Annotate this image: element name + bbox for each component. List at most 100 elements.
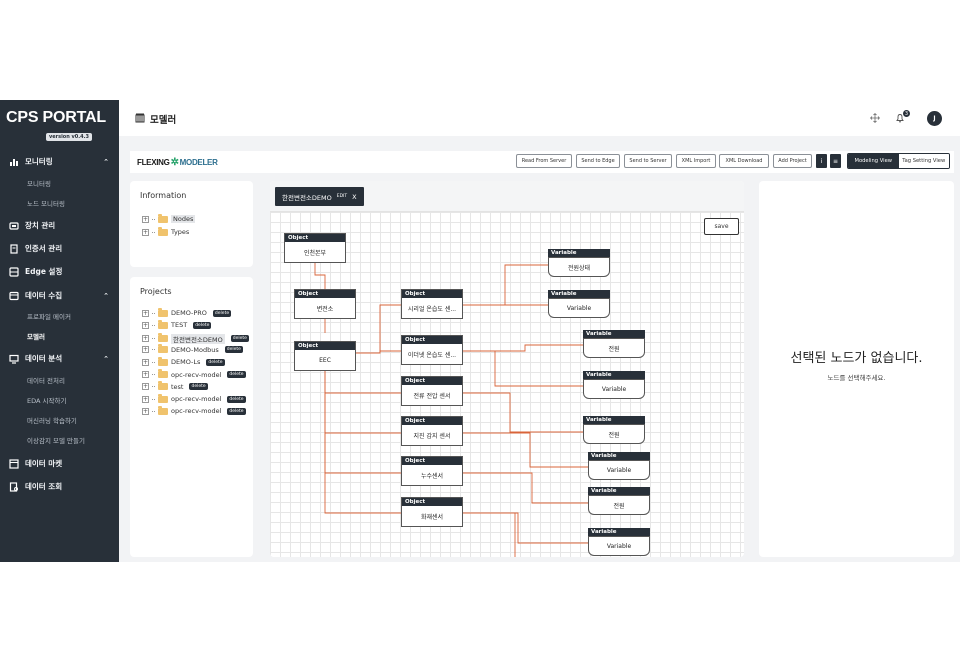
add-project-button[interactable]: Add Project	[773, 154, 812, 168]
sidebar-sub-modeler[interactable]: 모델러	[27, 333, 45, 341]
delete-project-button[interactable]: delete	[189, 383, 208, 391]
read-from-server-button[interactable]: Read From Server	[516, 154, 572, 168]
tab-modeling-view[interactable]: Modeling View	[848, 154, 899, 168]
sidebar-sub-profile-maker[interactable]: 프로파일 메이커	[27, 313, 71, 321]
tree-item-nodes[interactable]: + Nodes	[142, 213, 196, 223]
project-item[interactable]: + TEST delete	[142, 319, 212, 330]
modeler-icon	[135, 113, 145, 126]
project-label: test	[171, 382, 184, 391]
node-header: Object	[402, 336, 462, 344]
close-icon[interactable]: X	[352, 192, 357, 201]
delete-project-button[interactable]: delete	[230, 335, 249, 343]
project-item[interactable]: + DEMO-Modbus delete	[142, 344, 243, 354]
tab-project[interactable]: 한전변전소DEMO EDIT X	[275, 187, 364, 206]
node-label: 지진 감지 센서	[413, 432, 451, 440]
delete-project-button[interactable]: delete	[193, 321, 212, 329]
save-button[interactable]: save	[704, 218, 739, 235]
delete-project-button[interactable]: delete	[227, 371, 246, 378]
sidebar-sub-ml[interactable]: 머신러닝 학습하기	[27, 417, 77, 425]
sidebar-sub-monitoring[interactable]: 모니터링	[27, 180, 51, 188]
delete-project-button[interactable]: delete	[227, 407, 246, 415]
projects-title: Projects	[140, 287, 172, 296]
bell-icon[interactable]	[895, 113, 905, 126]
modeling-canvas[interactable]: 한전변전소DEMO EDIT X	[270, 181, 744, 557]
sidebar-sub-node-monitoring[interactable]: 노드 모니터링	[27, 200, 65, 208]
sidebar-item-monitoring[interactable]: 모니터링 ⌃	[9, 156, 109, 167]
xml-import-button[interactable]: XML Import	[676, 154, 716, 168]
delete-project-button[interactable]: delete	[224, 346, 243, 354]
node-header: Object	[285, 234, 345, 242]
project-item[interactable]: + DEMO-Ls delete	[142, 356, 225, 367]
delete-project-button[interactable]: delete	[227, 395, 246, 403]
list-button[interactable]: ≡	[830, 154, 841, 168]
expand-icon[interactable]: +	[142, 371, 149, 378]
expand-icon[interactable]: +	[142, 321, 149, 329]
sidebar-item-edge[interactable]: Edge 설정	[9, 266, 109, 277]
delete-project-button[interactable]: delete	[206, 358, 225, 366]
tab-edit-button[interactable]: EDIT	[336, 194, 348, 199]
expand-icon[interactable]: +	[142, 228, 149, 236]
sidebar-sub-eda[interactable]: EDA 시작하기	[27, 397, 67, 405]
expand-icon[interactable]: +	[142, 383, 149, 391]
brand-logo: CPS PORTAL	[6, 109, 106, 126]
send-to-server-button[interactable]: Send to Server	[624, 154, 672, 168]
sidebar-item-market[interactable]: 데이터 마켓	[9, 458, 109, 469]
sidebar-item-device[interactable]: 장치 관리	[9, 220, 109, 231]
expand-icon[interactable]: +	[142, 395, 149, 403]
sidebar-item-data-collection[interactable]: 데이터 수집 ⌃	[9, 290, 109, 301]
link-line	[462, 512, 588, 544]
delete-project-button[interactable]: delete	[212, 309, 232, 317]
expand-icon[interactable]: +	[142, 309, 149, 317]
node-label: 전원	[583, 424, 645, 444]
sidebar-sub-anomaly[interactable]: 이상감지 모델 만들기	[27, 437, 85, 445]
expand-icon[interactable]: +	[142, 358, 149, 366]
folder-icon	[158, 393, 168, 403]
sidebar-sub-preprocess[interactable]: 데이터 전처리	[27, 377, 65, 385]
tab-tag-setting-view[interactable]: Tag Setting View	[898, 154, 949, 168]
sidebar-item-data-analysis[interactable]: 데이터 분석 ⌃	[9, 353, 109, 364]
expand-icon[interactable]: +	[142, 335, 149, 343]
project-item[interactable]: + test delete	[142, 381, 208, 391]
info-button[interactable]: i	[816, 154, 827, 168]
move-icon[interactable]	[870, 113, 880, 126]
node-header: Object	[402, 498, 462, 506]
expand-icon[interactable]: +	[142, 215, 149, 223]
chevron-up-icon: ⌃	[103, 157, 109, 166]
project-label: DEMO-Ls	[171, 358, 201, 367]
sidebar-item-certificate[interactable]: 인증서 관리	[9, 243, 109, 254]
expand-icon[interactable]: +	[142, 346, 149, 354]
send-to-edge-button[interactable]: Send to Edge	[576, 154, 620, 168]
project-label: TEST	[171, 321, 188, 330]
expand-icon[interactable]: +	[142, 407, 149, 415]
tree-item-types[interactable]: + Types	[142, 226, 190, 236]
project-label: DEMO-Modbus	[171, 345, 219, 354]
information-title: Information	[140, 191, 187, 200]
node-header: Variable	[548, 249, 610, 257]
avatar[interactable]: J	[927, 111, 942, 126]
sidebar-item-query[interactable]: 데이터 조회	[9, 481, 109, 492]
page-title-text: 모델러	[150, 115, 177, 126]
xml-download-button[interactable]: XML Download	[719, 154, 769, 168]
